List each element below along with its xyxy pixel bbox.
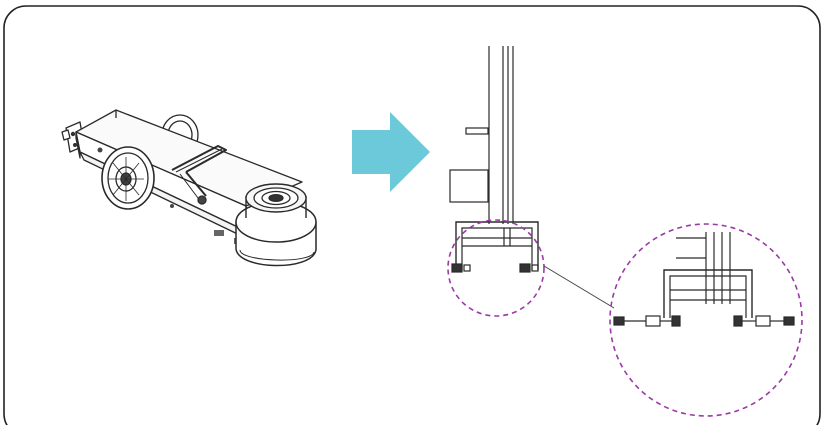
callout-circle-small [447, 219, 545, 317]
figure-border [3, 5, 821, 425]
magnified-detail [613, 232, 795, 327]
frame-side-view [449, 46, 539, 273]
right-arrow-icon [352, 112, 430, 192]
callout-leader-line [543, 265, 615, 309]
machine-base-illustration [61, 109, 317, 267]
callout-circle-large [609, 223, 803, 417]
